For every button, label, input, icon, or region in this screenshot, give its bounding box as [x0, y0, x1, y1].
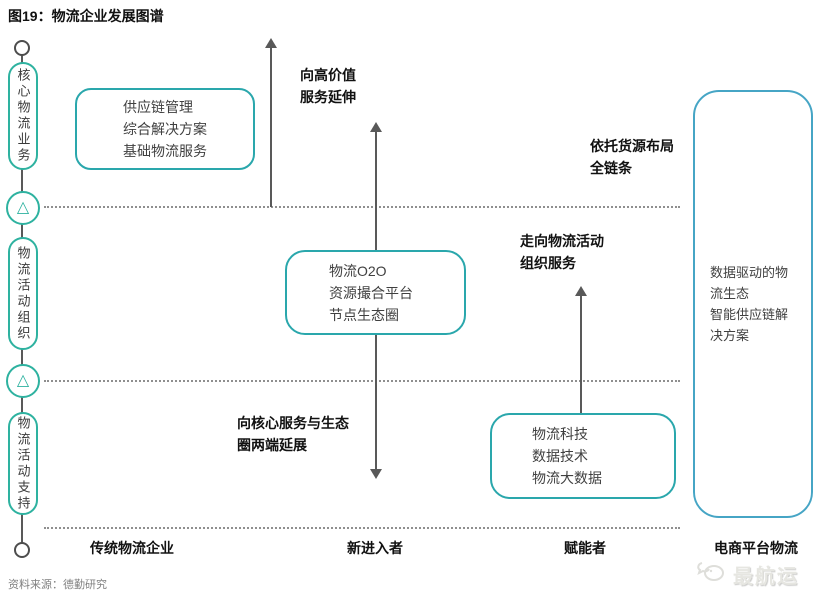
box-line: 物流O2O [329, 262, 387, 279]
delta-glyph: △ [16, 199, 30, 216]
box-line: 物流大数据 [532, 470, 602, 486]
box-line: 基础物流服务 [123, 143, 207, 159]
axis-stage-core-logistics: 核心物流业务 [8, 62, 38, 170]
arrow-head-down-icon [370, 469, 382, 479]
panel-line: 数据驱动的物流生态 [710, 265, 789, 301]
annotation-line: 组织服务 [520, 255, 576, 271]
panel-line: 智能供应链解决方案 [710, 307, 789, 343]
box-line: 数据技术 [532, 448, 588, 464]
box-supply-chain: 供应链管理 综合解决方案 基础物流服务 [75, 88, 255, 170]
arrow-line-up-traditional [270, 46, 272, 207]
annotation-line: 服务延伸 [300, 89, 356, 105]
arrow-line-up-new-entrant [375, 130, 377, 250]
arrow-head-up-icon [370, 122, 382, 132]
annotation-line: 全链条 [590, 160, 632, 176]
arrow-line-up-enabler [580, 294, 582, 413]
delta-glyph: △ [16, 372, 30, 389]
axis-stage-activity-support: 物流活动支持 [8, 412, 38, 515]
annotation-line: 依托货源布局 [590, 138, 674, 154]
annotation-high-value: 向高价值 服务延伸 [300, 64, 356, 108]
axis-top-circle-icon [14, 40, 30, 56]
source-note: 资料来源：德勤研究 [8, 579, 107, 591]
annotation-line: 向核心服务与生态 [237, 415, 349, 431]
arrow-head-up-icon [575, 286, 587, 296]
box-line: 供应链管理 [123, 99, 193, 115]
bottom-label-new-entrants: 新进入者 [347, 540, 403, 556]
axis-divider-delta-icon: △ [6, 191, 40, 225]
panel-ecommerce-platform: 数据驱动的物流生态 智能供应链解决方案 [693, 90, 813, 518]
axis-stage-label: 物流活动组织 [15, 245, 31, 342]
box-line: 节点生态圈 [329, 306, 399, 323]
box-line: 物流科技 [532, 426, 588, 442]
bottom-label-ecommerce: 电商平台物流 [714, 540, 798, 556]
box-line: 资源撮合平台 [329, 284, 413, 301]
axis-bottom-circle-icon [14, 542, 30, 558]
axis-divider-delta-icon: △ [6, 364, 40, 398]
arrow-line-down-new-entrant [375, 335, 377, 469]
annotation-line: 圈两端延展 [237, 437, 307, 453]
watermark-text: 最航运 [733, 566, 799, 588]
dotted-separator-3 [44, 527, 680, 529]
bottom-label-enablers: 赋能者 [564, 540, 606, 556]
annotation-two-ends: 向核心服务与生态 圈两端延展 [237, 412, 349, 456]
figure-title: 图19：物流企业发展图谱 [8, 8, 164, 24]
annotation-line: 向高价值 [300, 67, 356, 83]
annotation-full-chain: 依托货源布局 全链条 [590, 135, 674, 179]
axis-stage-label: 核心物流业务 [15, 68, 31, 164]
arrow-head-up-icon [265, 38, 277, 48]
box-line: 综合解决方案 [123, 121, 207, 137]
dotted-separator-1 [44, 206, 680, 208]
zuihangyun-watermark: 最航运 [696, 559, 799, 590]
dotted-separator-2 [44, 380, 680, 382]
box-logistics-tech: 物流科技 数据技术 物流大数据 [490, 413, 676, 499]
zuihangyun-logo-icon [696, 559, 728, 590]
axis-stage-activity-organization: 物流活动组织 [8, 237, 38, 350]
annotation-org-service: 走向物流活动 组织服务 [520, 230, 604, 274]
box-o2o-platform: 物流O2O 资源撮合平台 节点生态圈 [285, 250, 466, 335]
axis-stage-label: 物流活动支持 [15, 415, 31, 512]
annotation-line: 走向物流活动 [520, 233, 604, 249]
bottom-label-traditional: 传统物流企业 [90, 540, 174, 556]
